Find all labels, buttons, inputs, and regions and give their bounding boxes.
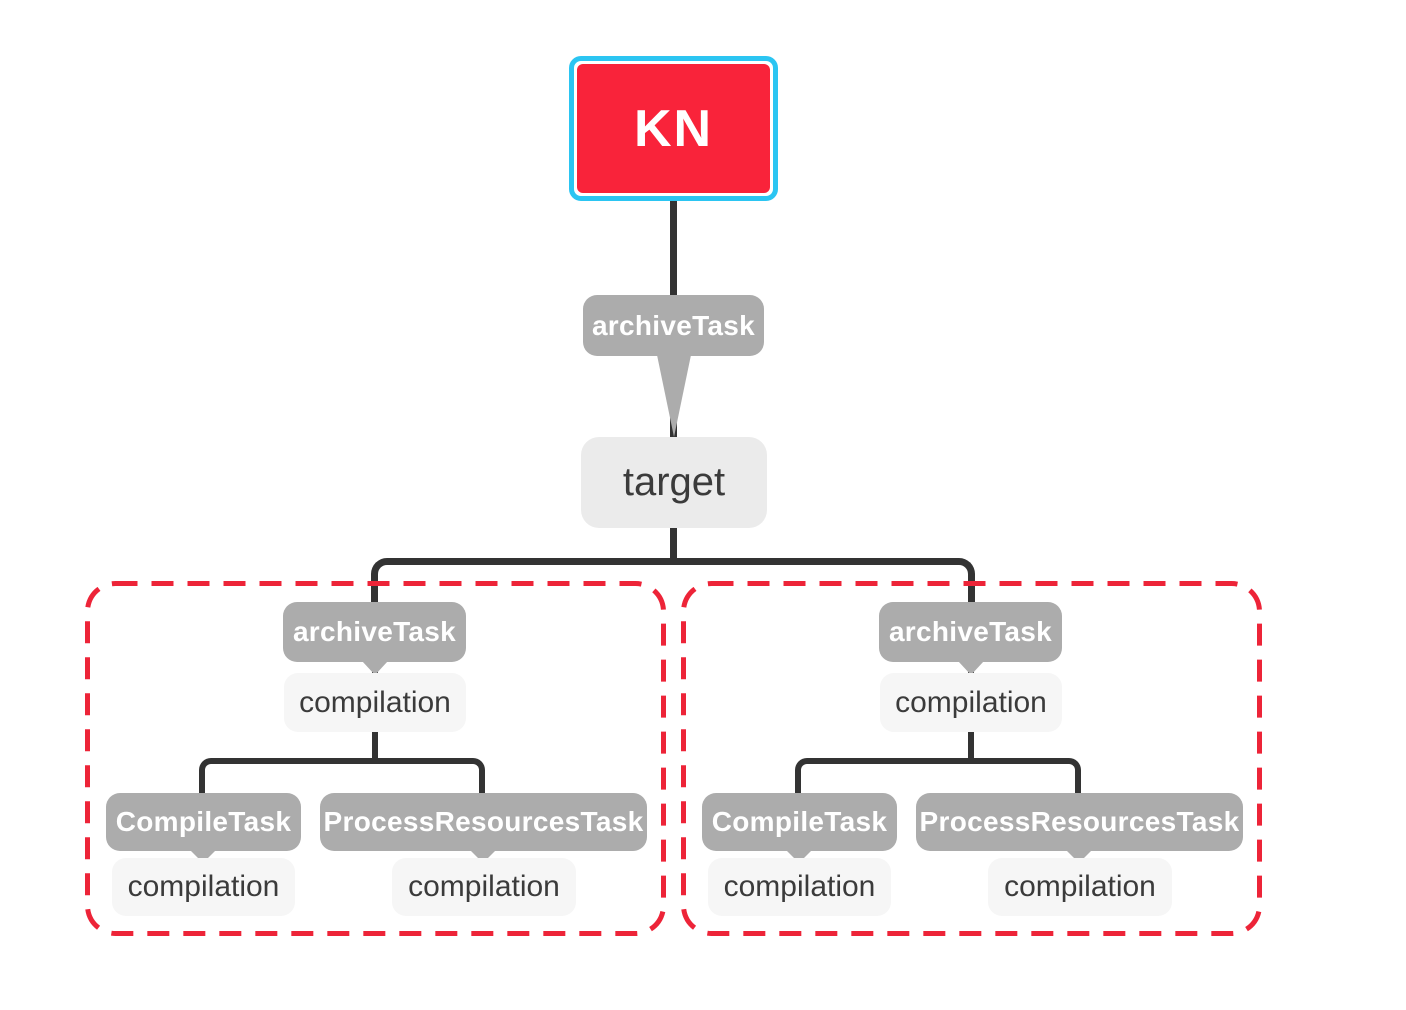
- compilation-node: compilation: [708, 858, 891, 916]
- archive-task-edge-label: archiveTask: [283, 602, 466, 662]
- dependency-group-left: archiveTask compilation CompileTask Proc…: [85, 581, 666, 936]
- compile-task-edge-label: CompileTask: [106, 793, 301, 851]
- group-dashed-border: [681, 581, 1262, 936]
- target-node: target: [581, 437, 767, 528]
- compile-task-edge-label: CompileTask: [702, 793, 897, 851]
- group-dashed-border: [85, 581, 666, 936]
- dependency-group-right: archiveTask compilation CompileTask Proc…: [681, 581, 1262, 936]
- compilation-node: compilation: [988, 858, 1172, 916]
- root-node-label: KN: [577, 64, 770, 193]
- compilation-node: compilation: [880, 673, 1062, 732]
- compilation-to-branch-connector: [372, 730, 378, 762]
- root-node: KN: [569, 56, 778, 201]
- archive-task-edge-label: archiveTask: [879, 602, 1062, 662]
- compilation-node: compilation: [112, 858, 295, 916]
- edge-label-pointer: [657, 355, 691, 437]
- archive-task-edge-label: archiveTask: [583, 295, 764, 356]
- process-resources-task-edge-label: ProcessResourcesTask: [916, 793, 1243, 851]
- process-resources-task-edge-label: ProcessResourcesTask: [320, 793, 647, 851]
- compilation-node: compilation: [392, 858, 576, 916]
- compilation-node: compilation: [284, 673, 466, 732]
- branch-connector: [199, 758, 485, 793]
- branch-connector: [795, 758, 1081, 793]
- target-to-branch-connector: [670, 526, 677, 562]
- compilation-to-branch-connector: [968, 730, 974, 762]
